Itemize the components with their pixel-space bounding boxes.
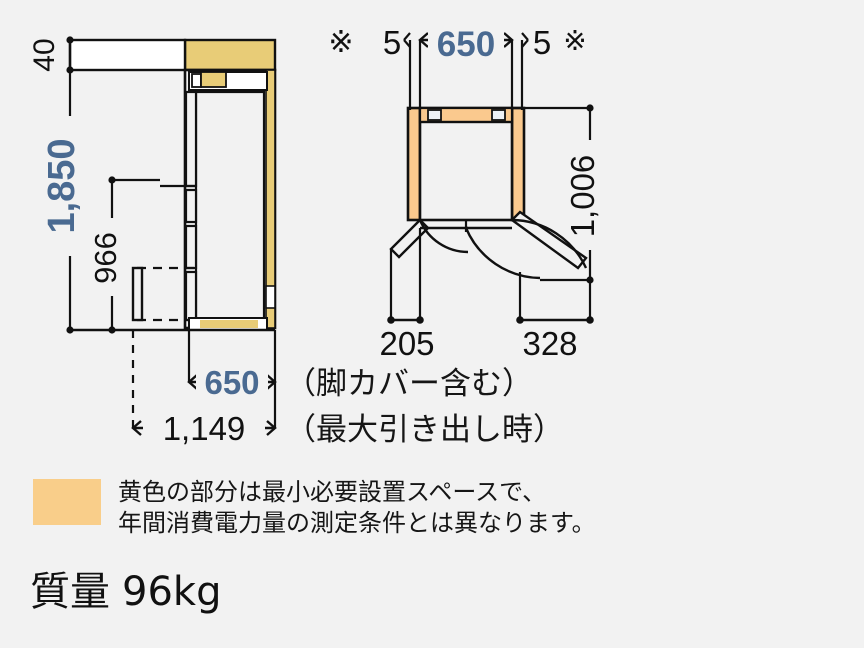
dim-328-dot-right — [586, 316, 594, 324]
side-top-plate-outline — [68, 38, 187, 72]
dim-1149-backdrop — [143, 408, 265, 448]
dim-5-left-arrow — [403, 32, 411, 48]
dim-205-dot-right — [416, 316, 424, 324]
mass-value: 96kg — [122, 569, 221, 615]
dim-966-group: 966 — [88, 176, 160, 334]
dim-650-depth-label: 650 — [204, 364, 259, 401]
side-door-segment-3 — [184, 224, 198, 270]
dim-650-depth-arrow-right — [266, 374, 277, 390]
dim-1149-arrow-right — [266, 420, 277, 436]
side-drawer-extension — [131, 266, 196, 322]
dim-5-right-arrow — [521, 32, 529, 48]
dim-205-label: 205 — [379, 325, 434, 362]
side-rear-clearance-yellow — [265, 69, 276, 329]
dim-1149-label: 1,149 — [163, 410, 246, 447]
dim-1006-dot-top — [586, 104, 594, 112]
plan-right-clearance-orange — [510, 106, 526, 222]
dim-650-depth-backdrop — [196, 362, 268, 402]
side-top-band-notch-left — [191, 73, 202, 88]
drawer-front-face — [131, 266, 144, 322]
plan-right-door-inner-arc — [464, 227, 541, 280]
dim-1850-label: 1,850 — [41, 138, 83, 233]
side-inner-chamber — [194, 90, 266, 326]
plan-cabinet-body — [418, 106, 514, 222]
dim-5-right-label: 5 — [533, 24, 551, 61]
plan-right-door-swing-arc — [511, 218, 588, 269]
dim-328-label: 328 — [522, 325, 577, 362]
dim-650-depth-group: 650 （脚カバー含む） — [187, 330, 533, 428]
dim-966-dot-bottom — [108, 326, 116, 334]
legend-line-1: 黄色の部分は最小必要設置スペースで、 — [118, 478, 546, 506]
dim-966-label-backdrop — [100, 218, 126, 296]
side-top-band-yellow — [200, 71, 227, 88]
mass-block: 質量 96kg — [30, 569, 221, 615]
legend-block: 黄色の部分は最小必要設置スペースで、 年間消費電力量の測定条件とは異なります。 — [33, 478, 596, 537]
dim-1149-note: （最大引き出し時） — [285, 412, 564, 448]
dim-1006-backdrop — [578, 140, 604, 250]
dim-5-left-group: 5 — [383, 24, 411, 61]
plan-left-door-swing-arc — [418, 219, 469, 254]
side-base-yellow — [200, 320, 258, 328]
dim-650-width-arrow-right — [503, 32, 514, 48]
dim-650-depth-arrow-left — [187, 374, 198, 390]
side-elevation-view: 40 1,850 966 650 （脚カバー含む） — [28, 36, 564, 448]
side-rear-foot-notch — [265, 285, 276, 309]
plan-right-door — [464, 210, 588, 280]
plan-left-clearance-orange — [406, 106, 422, 222]
dim-205-group: 205 — [379, 228, 435, 362]
side-door-segment-4 — [184, 270, 198, 322]
top-plan-view: 5 650 5 ※ ※ 1,006 — [328, 22, 604, 362]
dim-1149-arrow-left — [131, 420, 142, 436]
dim-328-dot-left — [516, 316, 524, 324]
dim-5-left-label: 5 — [383, 24, 401, 61]
dim-1006-group: 1,006 — [512, 104, 604, 284]
plan-left-door-leaf — [389, 218, 430, 259]
dim-650-width-group: 650 — [418, 22, 514, 64]
dim-328-group: 328 — [516, 272, 594, 362]
side-door-segment-2 — [184, 188, 198, 224]
reference-mark-left-icon: ※ — [328, 26, 353, 59]
dim-650-depth-note: （脚カバー含む） — [285, 366, 533, 402]
plan-left-door — [389, 218, 469, 259]
dim-5-right-group: 5 — [521, 24, 551, 61]
dim-205-dot-left — [387, 316, 395, 324]
dim-1850-dot-bottom — [66, 326, 74, 334]
reference-mark-right-icon: ※ — [563, 25, 586, 56]
plan-handle-recess-left — [427, 109, 442, 121]
dim-1850-group: 1,850 — [41, 40, 84, 334]
dim-1850-label-backdrop — [58, 116, 84, 256]
mass-label: 質量 — [30, 569, 110, 615]
dim-650-width-label: 650 — [437, 25, 495, 64]
dim-1149-group: 1,149 （最大引き出し時） — [131, 330, 564, 448]
side-door-segment-1 — [184, 90, 198, 188]
legend-line-2: 年間消費電力量の測定条件とは異なります。 — [118, 509, 596, 537]
plan-right-door-leaf — [510, 210, 588, 270]
dim-650-width-backdrop — [428, 22, 504, 62]
legend-color-swatch — [33, 479, 101, 525]
dim-40-label: 40 — [28, 38, 61, 71]
side-top-clearance-yellow — [183, 38, 277, 72]
plan-handle-recess-right — [491, 109, 506, 121]
dim-650-width-arrow-left — [418, 32, 429, 48]
dim-966-label: 966 — [88, 232, 123, 284]
dim-1006-label: 1,006 — [564, 155, 601, 238]
dim-40-group: 40 — [28, 36, 74, 74]
